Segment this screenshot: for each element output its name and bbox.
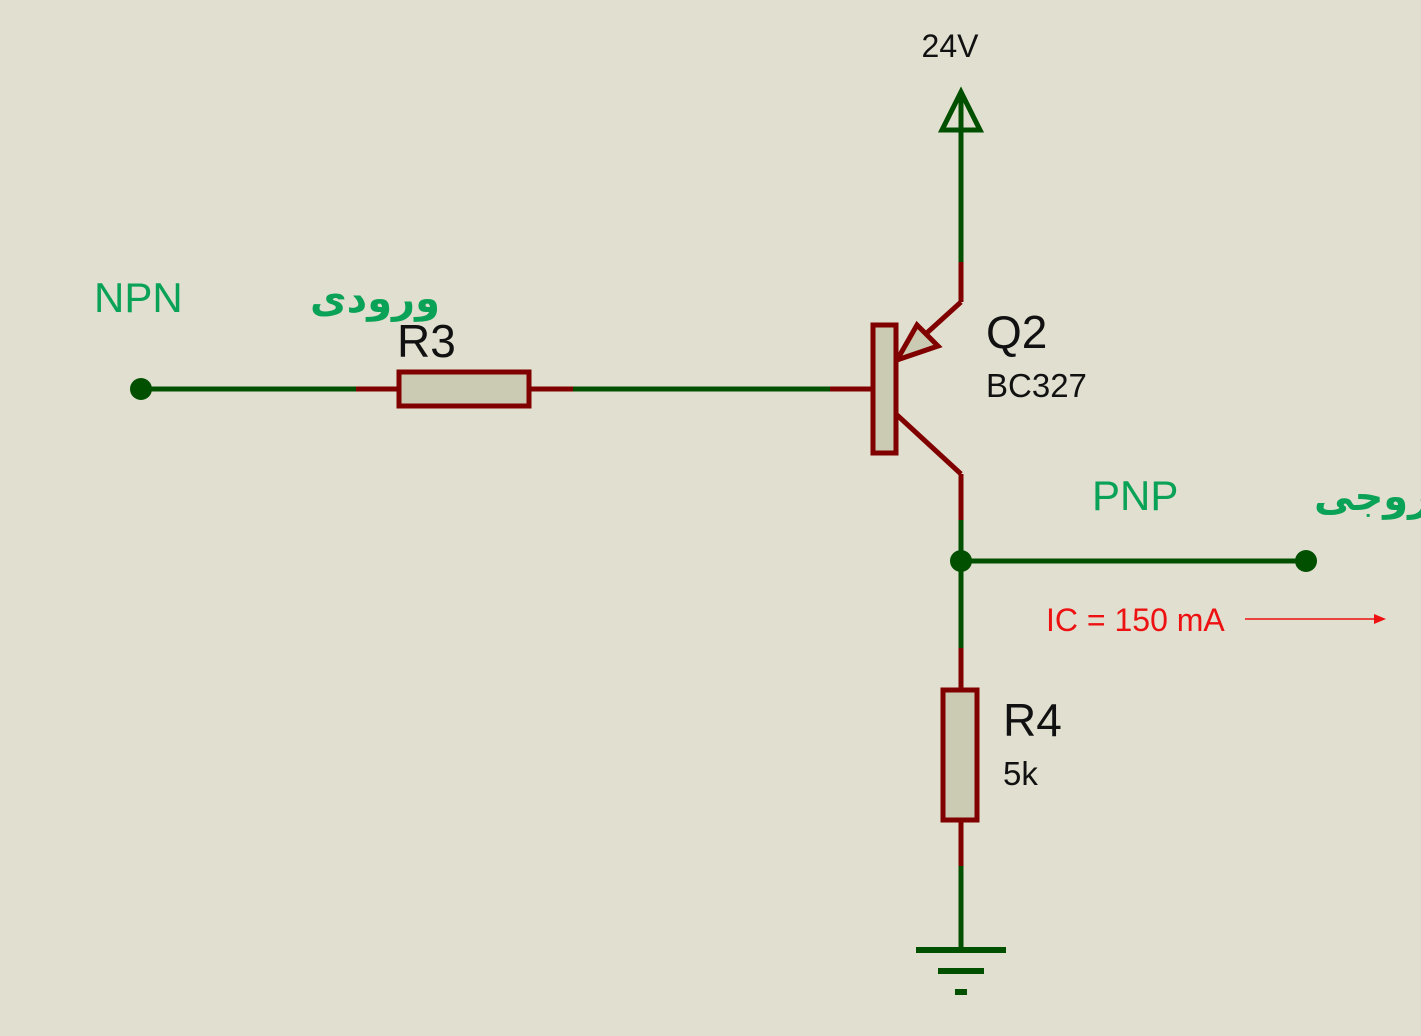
current-annotation: IC = 150 mA — [1046, 602, 1386, 638]
output-terminal-dot[interactable] — [1295, 550, 1317, 572]
r3-body — [396, 369, 532, 409]
r3-ref-label: R3 — [397, 315, 456, 367]
supply-label: 24V — [922, 28, 980, 64]
input-annotation-persian: ورودی — [310, 276, 440, 322]
r4-value-label: 5k — [1003, 755, 1038, 792]
emitter-arrow-icon — [891, 320, 943, 365]
transistor-q2[interactable]: Q2 BC327 — [830, 262, 1087, 520]
current-label: IC = 150 mA — [1046, 602, 1225, 638]
input-annotation: NPN ورودی — [94, 274, 440, 322]
output-annotation: PNP خروجی — [1092, 472, 1421, 520]
output-annotation-persian: خروجی — [1314, 474, 1421, 520]
arrow-right-icon — [1374, 614, 1386, 624]
output-annotation-latin: PNP — [1092, 472, 1178, 519]
transistor-base-bar — [870, 322, 899, 456]
q2-value-label: BC327 — [986, 367, 1087, 404]
resistor-r3[interactable]: R3 — [356, 315, 573, 409]
collector-lead — [895, 413, 963, 476]
q2-ref-label: Q2 — [986, 306, 1047, 358]
supply-terminal[interactable]: 24V — [922, 28, 985, 262]
r4-body — [940, 687, 980, 823]
output-node[interactable] — [961, 550, 1317, 572]
input-node[interactable] — [130, 378, 356, 400]
r4-ref-label: R4 — [1003, 694, 1062, 746]
resistor-r4[interactable]: R4 5k — [940, 648, 1062, 866]
ground-terminal[interactable] — [916, 866, 1006, 995]
input-annotation-latin: NPN — [94, 274, 183, 321]
